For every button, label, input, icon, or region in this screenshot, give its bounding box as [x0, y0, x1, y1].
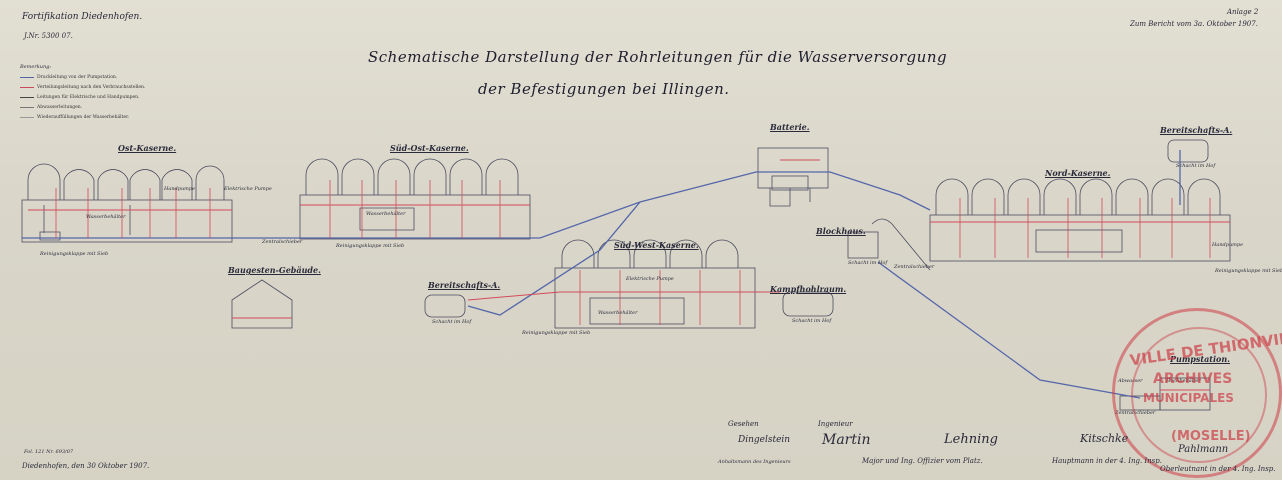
- note-wasserbehaelter-ost: Wasserbehälter: [86, 214, 126, 220]
- bereitschafts-right-body: [1167, 139, 1209, 163]
- note-handpumpe-nord: Handpumpe: [1212, 242, 1244, 248]
- label-bereitschafts-left: Bereitschafts-A.: [428, 280, 501, 290]
- note-wasserbehaelter-suedost: Wasserbehälter: [366, 211, 406, 217]
- legend-text: Abwasserleitungen.: [37, 105, 83, 110]
- label-ost-kaserne: Ost-Kaserne.: [118, 143, 177, 153]
- legend-swatch: [20, 97, 34, 98]
- note-schacht-block: Schacht im Hof: [848, 260, 888, 266]
- note-handpumpe: Handpumpe: [164, 186, 196, 192]
- label-nord-kaserne: Nord-Kaserne.: [1045, 168, 1111, 178]
- note-schacht-left: Schacht im Hof: [432, 319, 472, 325]
- header-annex: Anlage 2: [1227, 8, 1259, 16]
- footer-ref: Fol. 121 Nr. 693/07: [24, 449, 74, 455]
- sig5-role: Oberleutnant in der 4. Ing. Insp.: [1160, 465, 1276, 473]
- stamp-line3: MUNICIPALES: [1143, 391, 1234, 405]
- legend-swatch: [20, 117, 34, 118]
- label-batterie: Batterie.: [770, 122, 810, 132]
- bereitschafts-left-body: [424, 294, 466, 318]
- sig2-role: Ingenieur: [818, 420, 853, 428]
- legend-item: Druckleitung von der Pumpstation.: [20, 75, 117, 80]
- footer-col-label: Anhaltsmann des Ingenieurs: [718, 459, 791, 465]
- header-office: Fortifikation Diedenhofen.: [22, 12, 143, 22]
- sig3-name: Lehning: [944, 432, 998, 447]
- note-schacht-kampf: Schacht im Hof: [792, 318, 832, 324]
- stamp-line4: (MOSELLE): [1171, 429, 1251, 444]
- title-line2: der Befestigungen bei Illingen.: [478, 80, 730, 98]
- note-zentralschieber-block: Zentralschieber: [894, 264, 935, 270]
- footer-place-date: Diedenhofen, den 30 Oktober 1907.: [22, 462, 150, 470]
- legend-item: Wiederauffüllungen der Wasserbehälter.: [20, 115, 129, 120]
- note-reinigungsklappe: Reinigungsklappe mit Sieb: [40, 251, 109, 257]
- pressure-line: [22, 150, 1181, 399]
- sig4-name: Kitschke: [1080, 432, 1129, 445]
- sig4-role: Hauptmann in der 4. Ing. Insp.: [1052, 457, 1162, 465]
- note-reinigungsklappe-nord: Reinigungsklappe mit Sieb: [1215, 268, 1282, 274]
- baugesten-body: [231, 279, 293, 329]
- legend-swatch: [20, 77, 34, 78]
- label-sued-west-kaserne: Süd-West-Kaserne.: [614, 240, 699, 250]
- label-kampfhohlraum: Kampfhohlraum.: [770, 284, 847, 294]
- header-report: Zum Bericht vom 3a. Oktober 1907.: [1130, 20, 1258, 28]
- legend-text: Druckleitung von der Pumpstation.: [37, 75, 118, 80]
- distribution-lines: [28, 159, 1230, 391]
- legend-text: Leitungen für Elektrische und Handpumpen…: [37, 95, 140, 100]
- label-bereitschafts-right: Bereitschafts-A.: [1160, 125, 1233, 135]
- note-wasserbehaelter-suedwest: Wasserbehälter: [598, 310, 638, 316]
- legend-text: Verteilungsleitung nach den Verbrauchsst…: [37, 85, 146, 90]
- note-schacht-right: Schacht im Hof: [1176, 163, 1216, 169]
- kampfhohlraum-body: [782, 291, 834, 317]
- note-elektrische-pumpe: Elektrische Pumpe: [224, 186, 272, 192]
- sig1-role: Gesehen: [728, 420, 759, 428]
- archive-stamp: VILLE DE THIONVILLE ARCHIVES MUNICIPALES…: [1112, 308, 1282, 478]
- label-sued-ost-kaserne: Süd-Ost-Kaserne.: [390, 143, 469, 153]
- label-baugesten: Baugesten-Gebäude.: [228, 265, 321, 275]
- ost-kaserne-body: [21, 199, 233, 243]
- note-reinigungsklappe-sw: Reinigungsklappe mit Sieb: [522, 330, 591, 336]
- sig2-name: Martin: [822, 432, 871, 448]
- legend-swatch: [20, 107, 34, 108]
- legend-item: Leitungen für Elektrische und Handpumpen…: [20, 95, 139, 100]
- sued-ost-kaserne-body: [299, 194, 531, 240]
- sued-west-kaserne-body: [554, 267, 756, 329]
- note-zentralschieber: Zentralschieber: [262, 239, 303, 245]
- sig1-name: Dingelstein: [738, 435, 791, 445]
- blockhaus-body: [847, 231, 879, 259]
- batterie-body: [757, 147, 829, 189]
- legend-swatch: [20, 87, 34, 88]
- label-blockhaus: Blockhaus.: [816, 226, 866, 236]
- risers: [55, 180, 1211, 325]
- sig3-role: Major und Ing. Offizier vom Platz.: [862, 457, 983, 465]
- note-reinigungsklappe-so: Reinigungsklappe mit Sieb: [336, 243, 405, 249]
- legend-item: Verteilungsleitung nach den Verbrauchsst…: [20, 85, 145, 90]
- legend-text: Wiederauffüllungen der Wasserbehälter.: [37, 115, 130, 120]
- legend-heading: Bemerkung:: [20, 64, 52, 70]
- sig5-name: Pahlmann: [1178, 444, 1229, 455]
- header-ref: J.Nr. 5300 07.: [24, 32, 73, 40]
- title-line1: Schematische Darstellung der Rohrleitung…: [368, 48, 948, 66]
- archive-stamp-ring: [1131, 327, 1267, 463]
- note-elektrische-pumpe-sw: Elektrische Pumpe: [626, 276, 674, 282]
- stamp-line2: ARCHIVES: [1153, 371, 1233, 387]
- legend-item: Abwasserleitungen.: [20, 105, 82, 110]
